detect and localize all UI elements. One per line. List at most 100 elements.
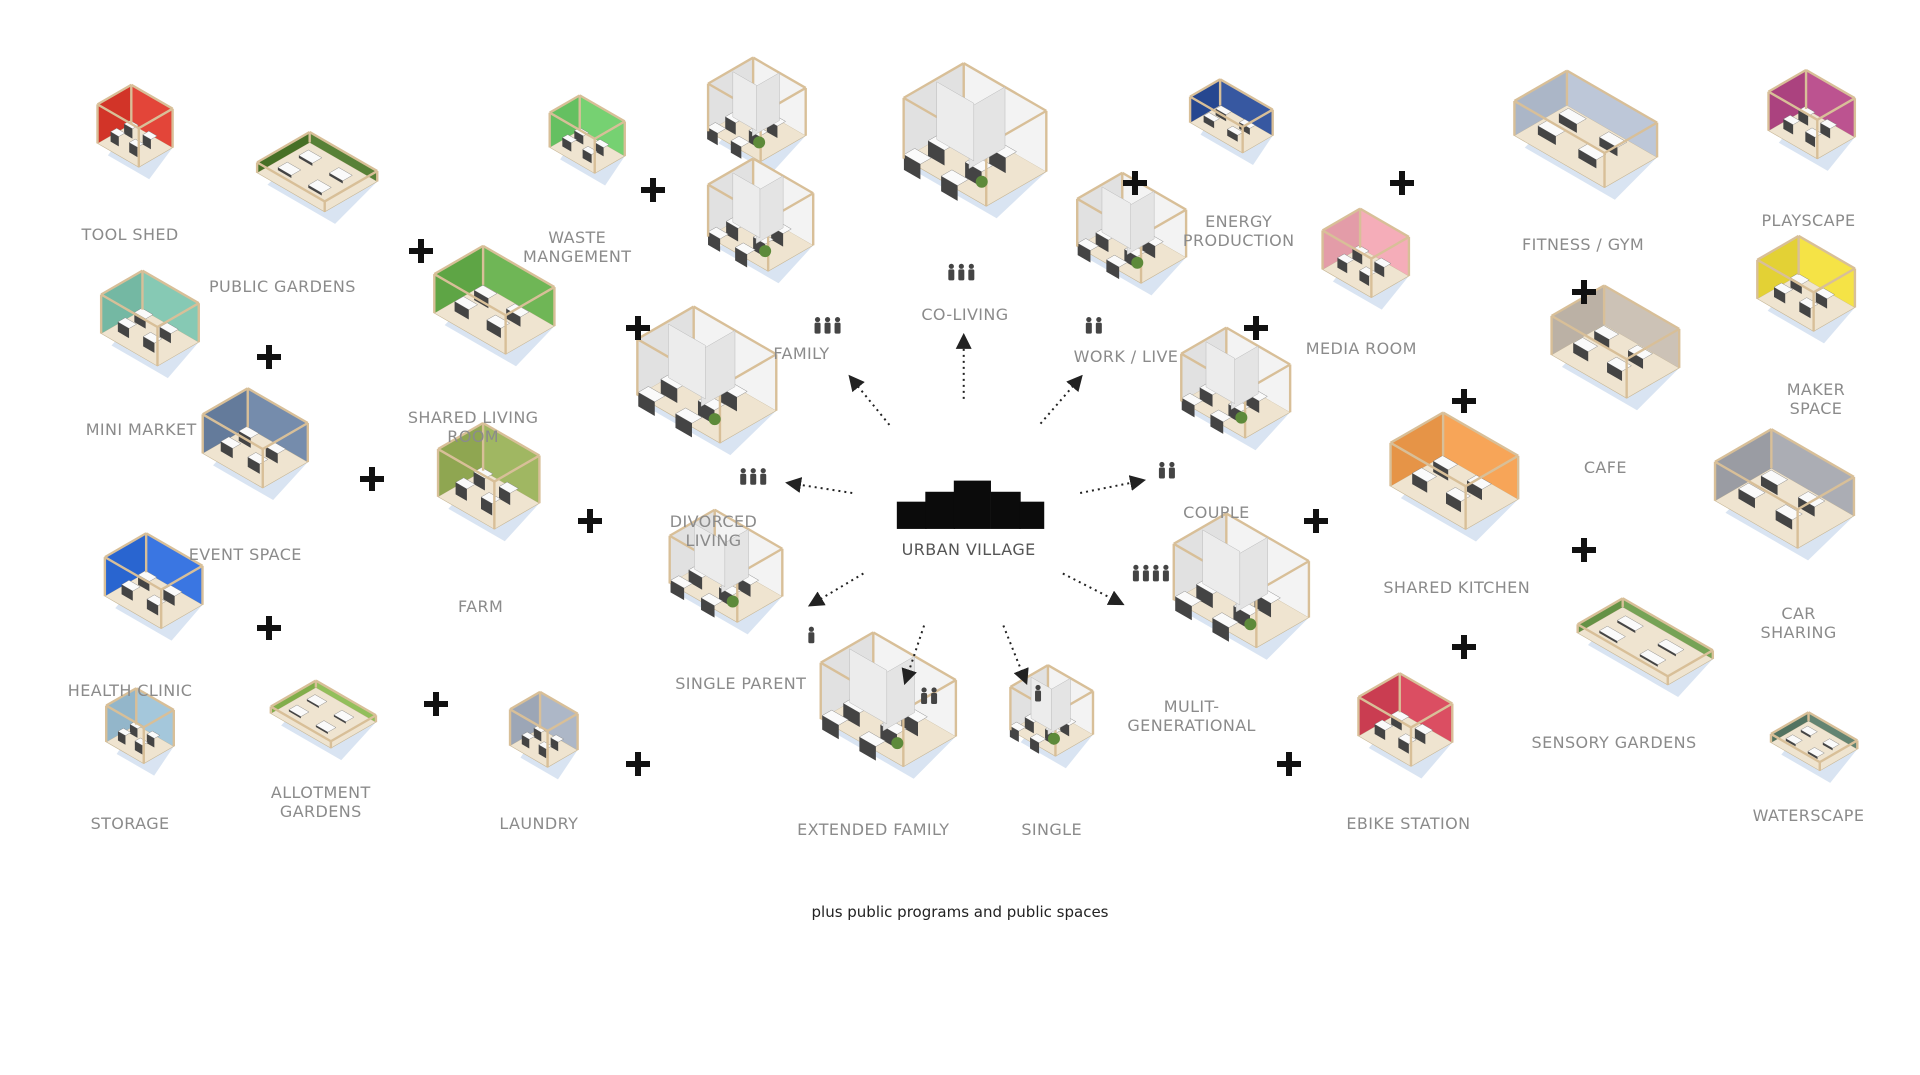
- health-clinic-label: HEALTH CLINIC: [67, 681, 193, 701]
- plus-icon: [359, 467, 384, 492]
- arrow-6: [1062, 572, 1125, 606]
- energy-production-module: [1188, 78, 1274, 165]
- car-sharing-module: [1713, 428, 1856, 561]
- plus-icon: [1572, 280, 1597, 305]
- tool-shed-label: TOOL SHED: [81, 225, 179, 245]
- arrow-0: [848, 374, 891, 426]
- couple-module: [1180, 326, 1292, 451]
- arrow-3: [785, 477, 853, 494]
- allotment-gardens-label: ALLOTMENT GARDENS: [270, 782, 371, 821]
- single-people-icon: [1035, 684, 1042, 702]
- plus-icon: [1390, 171, 1415, 196]
- farm-label: FARM: [458, 597, 504, 617]
- plus-icon: [424, 691, 449, 716]
- divorced-living-module: [636, 305, 778, 456]
- laundry-module: [508, 690, 579, 780]
- family-people-icon: [814, 316, 841, 334]
- single-parent-label: SINGLE PARENT: [675, 673, 807, 693]
- storage-label: STORAGE: [90, 813, 170, 833]
- sensory-gardens-module: [1576, 597, 1715, 697]
- single-parent-module: [668, 508, 784, 635]
- family-module: [706, 157, 815, 284]
- divorced-living-label: DIVORCED LIVING: [669, 511, 758, 550]
- tool-shed-module: [96, 83, 174, 180]
- plus-icon: [1452, 389, 1477, 414]
- arrow-2: [1039, 374, 1083, 425]
- waste-mangement-module: [548, 94, 626, 186]
- cafe-label: CAFE: [1583, 458, 1627, 478]
- single-label: SINGLE: [1021, 820, 1082, 840]
- fitness-gym-label: FITNESS / GYM: [1522, 235, 1645, 255]
- extended-family-people-icon: [921, 687, 938, 704]
- plus-icon: [1122, 171, 1147, 196]
- event-space-label: EVENT SPACE: [188, 545, 302, 565]
- plus-icon: [1277, 752, 1302, 777]
- plus-icon: [256, 344, 281, 369]
- work-live-people-icon: [1085, 316, 1102, 334]
- single-module: [1009, 664, 1095, 769]
- shared-kitchen-label: SHARED KITCHEN: [1383, 578, 1531, 598]
- health-clinic-module: [103, 532, 204, 641]
- plus-icon: [625, 752, 650, 777]
- plus-icon: [1303, 509, 1328, 534]
- event-space-module: [201, 387, 310, 501]
- public-gardens-label: PUBLIC GARDENS: [209, 277, 356, 297]
- arrow-8: [1002, 625, 1029, 686]
- arrow-7: [901, 625, 926, 686]
- multi-generational-label: MULIT- GENERATIONAL: [1127, 697, 1256, 736]
- urban-village-label: URBAN VILLAGE: [901, 540, 1036, 560]
- arrow-5: [807, 572, 864, 607]
- cafe-module: [1550, 284, 1681, 411]
- extended-family-module: [819, 631, 958, 779]
- multi-generational-people-icon: [1132, 564, 1169, 582]
- divorced-living-people-icon: [740, 468, 767, 485]
- plus-icon: [1572, 537, 1597, 562]
- couple-label: COUPLE: [1183, 502, 1250, 522]
- storage-module: [105, 687, 176, 776]
- farm-module: [436, 421, 541, 542]
- co-living-people-icon: [948, 263, 975, 281]
- arrow-4: [1079, 475, 1147, 494]
- extended-family-label: EXTENDED FAMILY: [797, 820, 950, 840]
- plus-icon: [640, 177, 665, 202]
- urban-village-icon: [896, 480, 1045, 529]
- maker-space-module: [1756, 234, 1857, 344]
- playscape-module: [1767, 68, 1857, 171]
- plus-icon: [1244, 316, 1269, 341]
- plus-icon: [1452, 634, 1477, 659]
- plus-icon: [577, 509, 602, 534]
- shared-living-room-module: [433, 244, 556, 367]
- waterscape-module: [1769, 711, 1859, 783]
- car-sharing-label: CAR SHARING: [1760, 604, 1837, 643]
- co-living-label: CO-LIVING: [921, 304, 1009, 324]
- media-room-label: MEDIA ROOM: [1305, 339, 1417, 359]
- maker-space-label: MAKER SPACE: [1786, 380, 1846, 419]
- family-module: [706, 56, 807, 174]
- caption: plus public programs and public spaces: [811, 903, 1109, 921]
- family-label: FAMILY: [773, 344, 830, 364]
- waterscape-label: WATERSCAPE: [1752, 806, 1865, 826]
- allotment-gardens-module: [269, 679, 378, 761]
- work-live-label: WORK / LIVE: [1073, 346, 1179, 366]
- ebike-station-module: [1357, 672, 1454, 779]
- mini-market-module: [99, 269, 200, 379]
- plus-icon: [256, 616, 281, 641]
- ebike-station-label: EBIKE STATION: [1346, 813, 1471, 833]
- couple-people-icon: [1158, 461, 1175, 479]
- fitness-gym-module: [1513, 69, 1659, 200]
- shared-living-room-label: SHARED LIVING ROOM: [407, 407, 539, 446]
- energy-production-label: ENERGY PRODUCTION: [1182, 211, 1295, 250]
- public-gardens-module: [255, 131, 379, 224]
- plus-icon: [409, 239, 434, 264]
- laundry-label: LAUNDRY: [499, 813, 579, 833]
- plus-icon: [625, 316, 650, 341]
- single-parent-people-icon: [808, 626, 815, 644]
- mini-market-label: MINI MARKET: [85, 419, 197, 439]
- co-living-module: [902, 62, 1048, 219]
- shared-kitchen-module: [1389, 411, 1520, 542]
- waste-mangement-label: WASTE MANGEMENT: [522, 227, 632, 266]
- media-room-module: [1321, 207, 1411, 310]
- playscape-label: PLAYSCAPE: [1761, 210, 1856, 230]
